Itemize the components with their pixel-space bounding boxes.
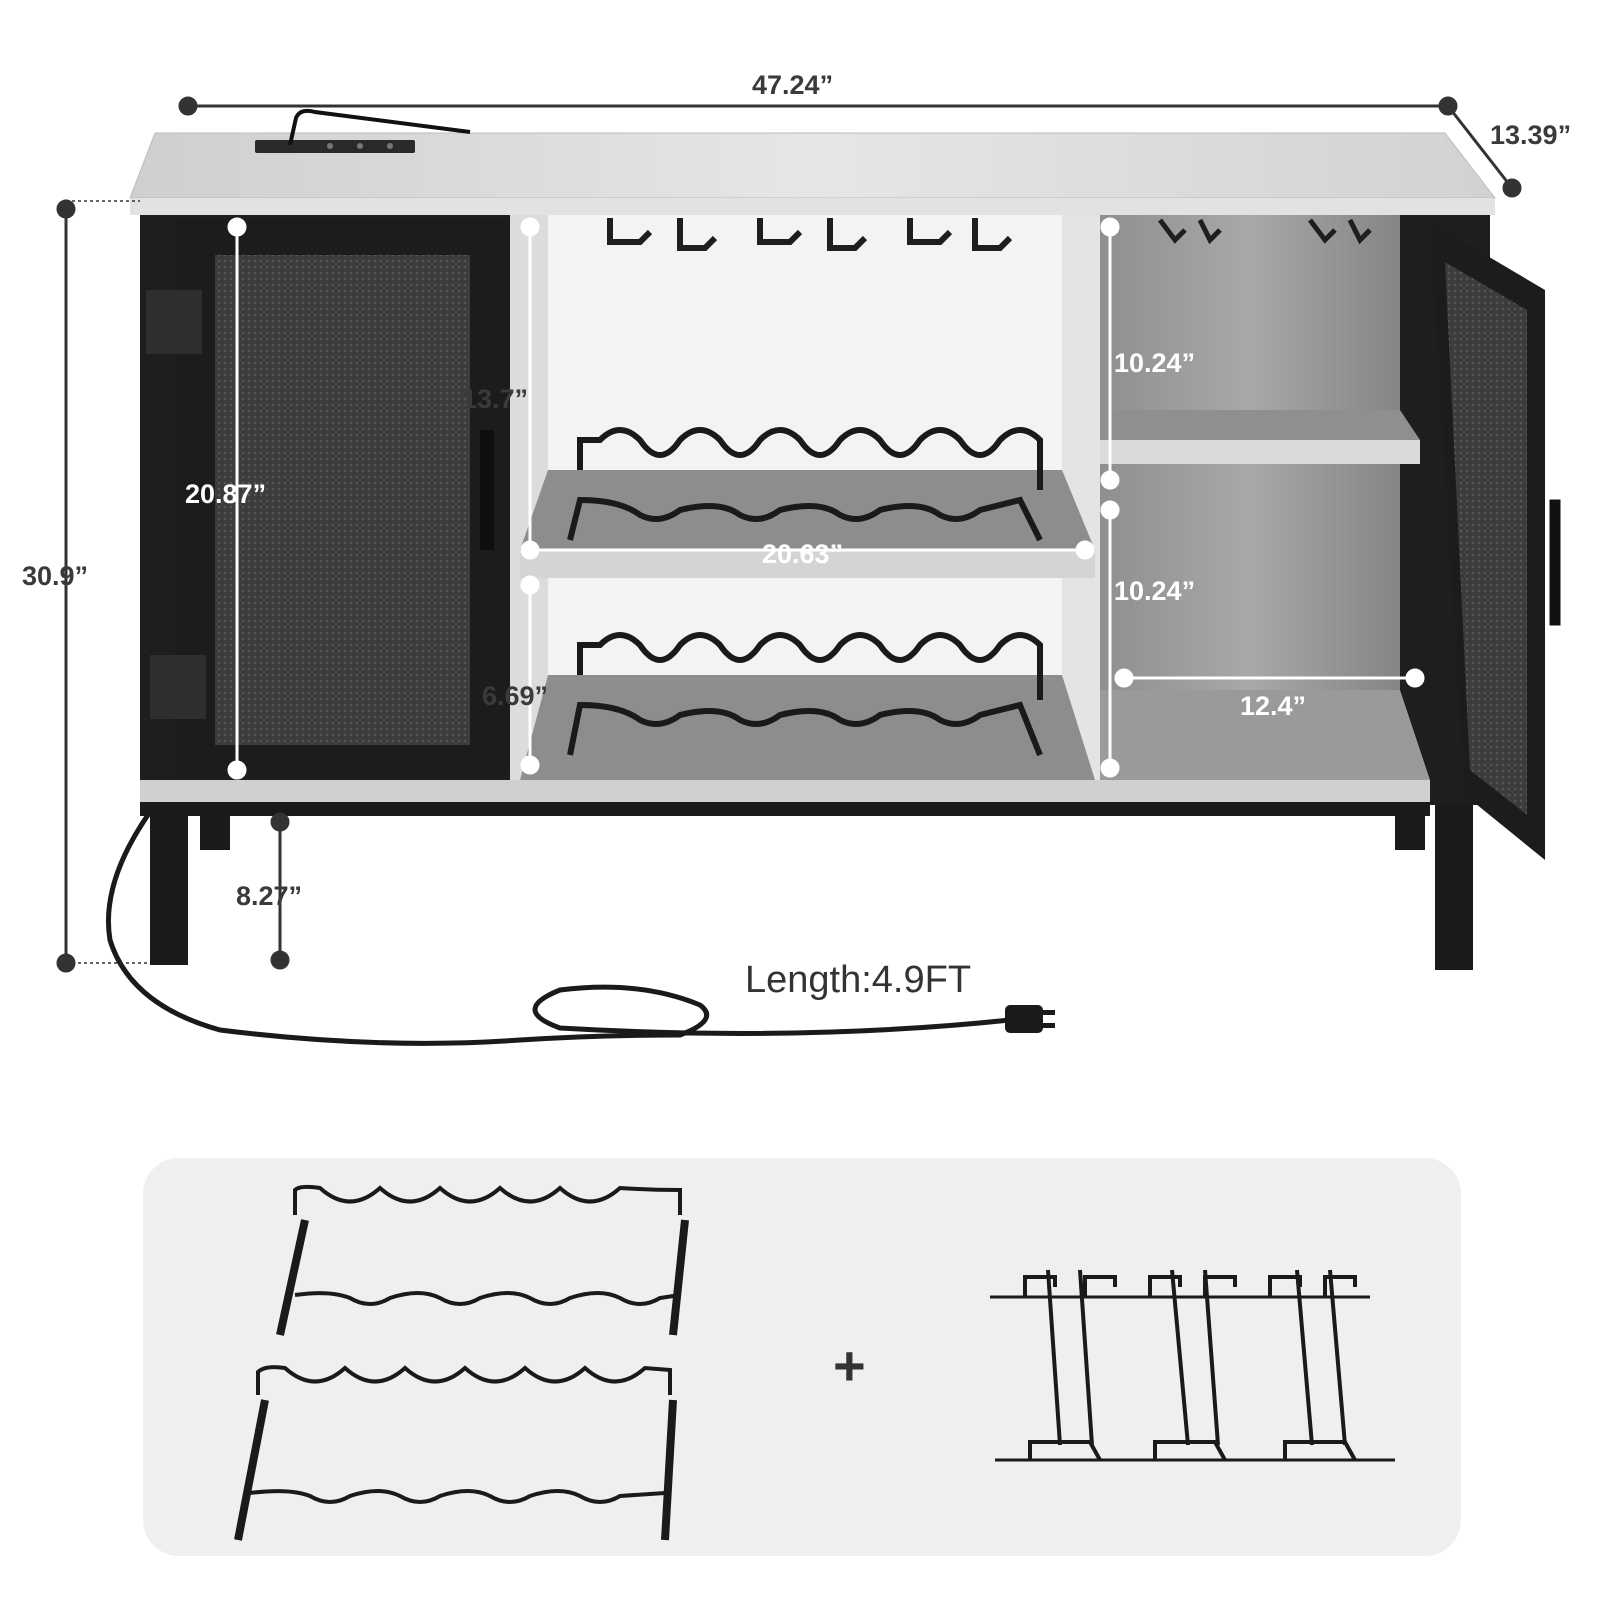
wine-rack-icon [234, 1365, 677, 1541]
open-shelf-width-label: 20.63” [762, 539, 843, 569]
depth-label: 13.39” [1490, 120, 1571, 150]
power-cord [105, 803, 1011, 1046]
door-height-label: 20.87” [185, 479, 266, 509]
right-door-open [1430, 222, 1561, 860]
cabinet [129, 108, 1561, 970]
right-upper-height-label: 10.24” [1114, 348, 1195, 378]
height-label: 30.9” [22, 561, 88, 591]
lower-open-height-label: 6.69” [482, 681, 548, 711]
dimension-lines [56, 96, 1522, 973]
accessories-panel: + [143, 1158, 1461, 1556]
legs [150, 805, 1473, 970]
left-door [146, 220, 510, 775]
open-wine-section [510, 215, 1100, 780]
right-shelf-section [1100, 215, 1430, 780]
cord-length-label: Length:4.9FT [745, 959, 971, 1001]
plus-sign: + [833, 1334, 866, 1397]
right-lower-height-label: 10.24” [1114, 576, 1195, 606]
upper-open-height-label: 13.7” [462, 384, 528, 414]
power-outlet-strip [255, 108, 471, 153]
wine-rack-icon [276, 1184, 689, 1336]
glass-hanger-icon [990, 1269, 1395, 1462]
right-shelf-width-label: 12.4” [1240, 691, 1306, 721]
plug-icon [1005, 1005, 1055, 1033]
inner-dimension-lines [227, 217, 1425, 780]
width-label: 47.24” [752, 70, 833, 100]
leg-height-label: 8.27” [236, 881, 302, 911]
